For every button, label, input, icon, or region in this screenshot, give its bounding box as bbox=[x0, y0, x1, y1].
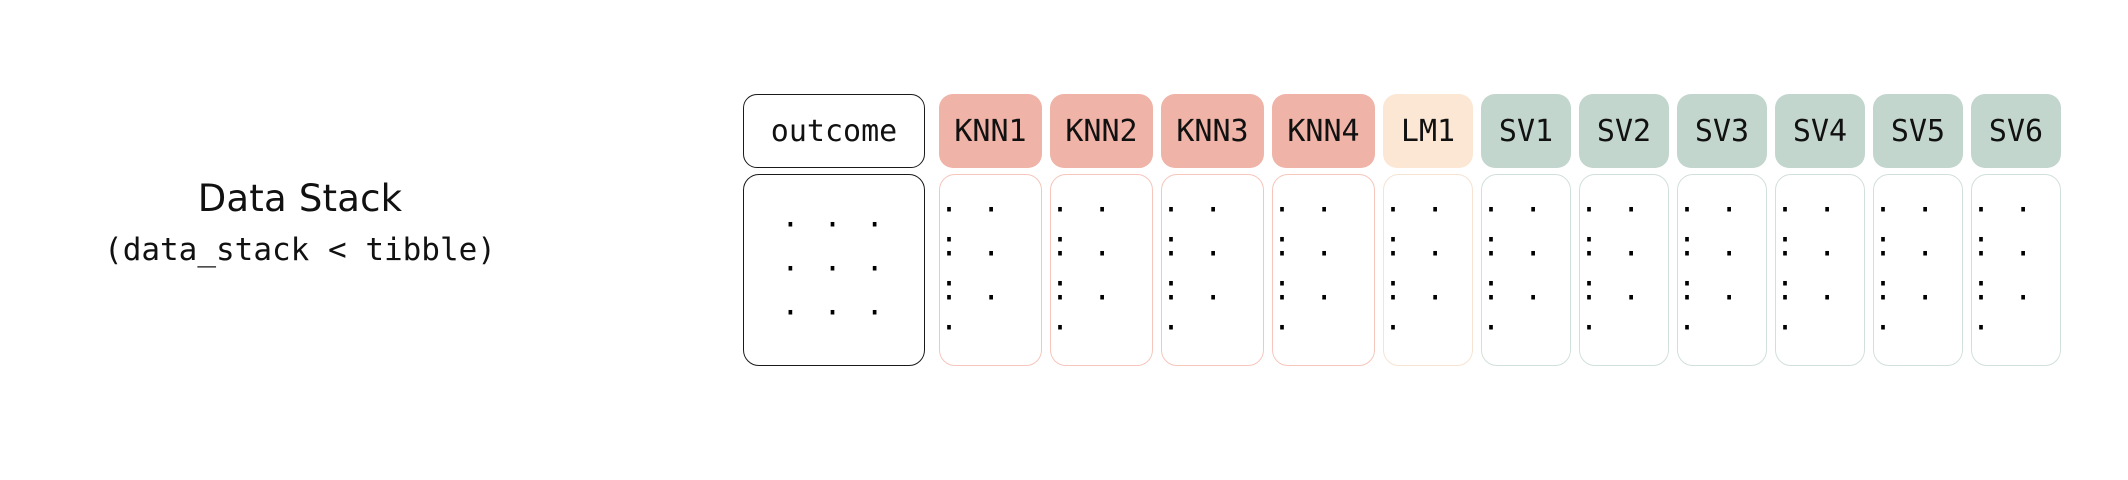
data-stack-type-annotation: (data_stack < tibble) bbox=[104, 231, 496, 268]
column-body-sv4: · · ·· · ·· · · bbox=[1775, 174, 1865, 366]
column-header-sv2[interactable]: SV2 bbox=[1579, 94, 1669, 168]
cell-ellipsis: · · · bbox=[1972, 281, 2036, 346]
stack-column-knn1[interactable]: KNN1· · ·· · ·· · · bbox=[939, 94, 1042, 366]
stack-column-sv6[interactable]: SV6· · ·· · ·· · · bbox=[1971, 94, 2061, 366]
cell-ellipsis: · · · bbox=[1776, 281, 1840, 346]
column-body-sv2: · · ·· · ·· · · bbox=[1579, 174, 1669, 366]
cell-ellipsis: · · · bbox=[1580, 281, 1644, 346]
column-header-knn2[interactable]: KNN2 bbox=[1050, 94, 1153, 168]
data-stack-columns: outcome· · ·· · ·· · ·KNN1· · ·· · ·· · … bbox=[743, 94, 2061, 366]
stack-column-sv4[interactable]: SV4· · ·· · ·· · · bbox=[1775, 94, 1865, 366]
data-stack-title: Data Stack bbox=[197, 177, 403, 220]
column-body-lm1: · · ·· · ·· · · bbox=[1383, 174, 1473, 366]
column-body-knn2: · · ·· · ·· · · bbox=[1050, 174, 1153, 366]
column-body-knn4: · · ·· · ·· · · bbox=[1272, 174, 1375, 366]
cell-ellipsis: · · · bbox=[1384, 281, 1448, 346]
column-body-sv5: · · ·· · ·· · · bbox=[1873, 174, 1963, 366]
column-header-sv3[interactable]: SV3 bbox=[1677, 94, 1767, 168]
data-stack-caption: Data Stack (data_stack < tibble) bbox=[60, 177, 540, 268]
column-header-sv4[interactable]: SV4 bbox=[1775, 94, 1865, 168]
cell-ellipsis: · · · bbox=[1482, 281, 1546, 346]
cell-ellipsis: · · · bbox=[781, 296, 887, 331]
column-body-sv3: · · ·· · ·· · · bbox=[1677, 174, 1767, 366]
cell-ellipsis: · · · bbox=[1273, 281, 1337, 346]
cell-ellipsis: · · · bbox=[1874, 281, 1938, 346]
cell-ellipsis: · · · bbox=[940, 281, 1004, 346]
cell-ellipsis: · · · bbox=[1678, 281, 1742, 346]
cell-ellipsis: · · · bbox=[1384, 237, 1448, 302]
column-header-knn1[interactable]: KNN1 bbox=[939, 94, 1042, 168]
column-header-sv5[interactable]: SV5 bbox=[1873, 94, 1963, 168]
column-body-knn3: · · ·· · ·· · · bbox=[1161, 174, 1264, 366]
cell-ellipsis: · · · bbox=[781, 252, 887, 287]
column-header-knn4[interactable]: KNN4 bbox=[1272, 94, 1375, 168]
cell-ellipsis: · · · bbox=[781, 208, 887, 243]
stack-column-sv5[interactable]: SV5· · ·· · ·· · · bbox=[1873, 94, 1963, 366]
column-header-lm1[interactable]: LM1 bbox=[1383, 94, 1473, 168]
stack-column-sv1[interactable]: SV1· · ·· · ·· · · bbox=[1481, 94, 1571, 366]
stack-column-knn4[interactable]: KNN4· · ·· · ·· · · bbox=[1272, 94, 1375, 366]
column-header-outcome[interactable]: outcome bbox=[743, 94, 925, 168]
column-header-knn3[interactable]: KNN3 bbox=[1161, 94, 1264, 168]
cell-ellipsis: · · · bbox=[1482, 193, 1546, 258]
column-header-sv6[interactable]: SV6 bbox=[1971, 94, 2061, 168]
column-body-sv6: · · ·· · ·· · · bbox=[1971, 174, 2061, 366]
stack-column-lm1[interactable]: LM1· · ·· · ·· · · bbox=[1383, 94, 1473, 366]
stack-column-sv3[interactable]: SV3· · ·· · ·· · · bbox=[1677, 94, 1767, 366]
cell-ellipsis: · · · bbox=[1162, 281, 1226, 346]
stack-column-knn3[interactable]: KNN3· · ·· · ·· · · bbox=[1161, 94, 1264, 366]
column-header-sv1[interactable]: SV1 bbox=[1481, 94, 1571, 168]
stack-column-outcome[interactable]: outcome · · · · · · · · · bbox=[743, 94, 925, 366]
cell-ellipsis: · · · bbox=[1384, 193, 1448, 258]
cell-ellipsis: · · · bbox=[1051, 281, 1115, 346]
stack-column-knn2[interactable]: KNN2· · ·· · ·· · · bbox=[1050, 94, 1153, 366]
column-body-sv1: · · ·· · ·· · · bbox=[1481, 174, 1571, 366]
column-body-knn1: · · ·· · ·· · · bbox=[939, 174, 1042, 366]
column-body-outcome: · · · · · · · · · bbox=[743, 174, 925, 366]
stack-column-sv2[interactable]: SV2· · ·· · ·· · · bbox=[1579, 94, 1669, 366]
cell-ellipsis: · · · bbox=[1162, 237, 1226, 302]
